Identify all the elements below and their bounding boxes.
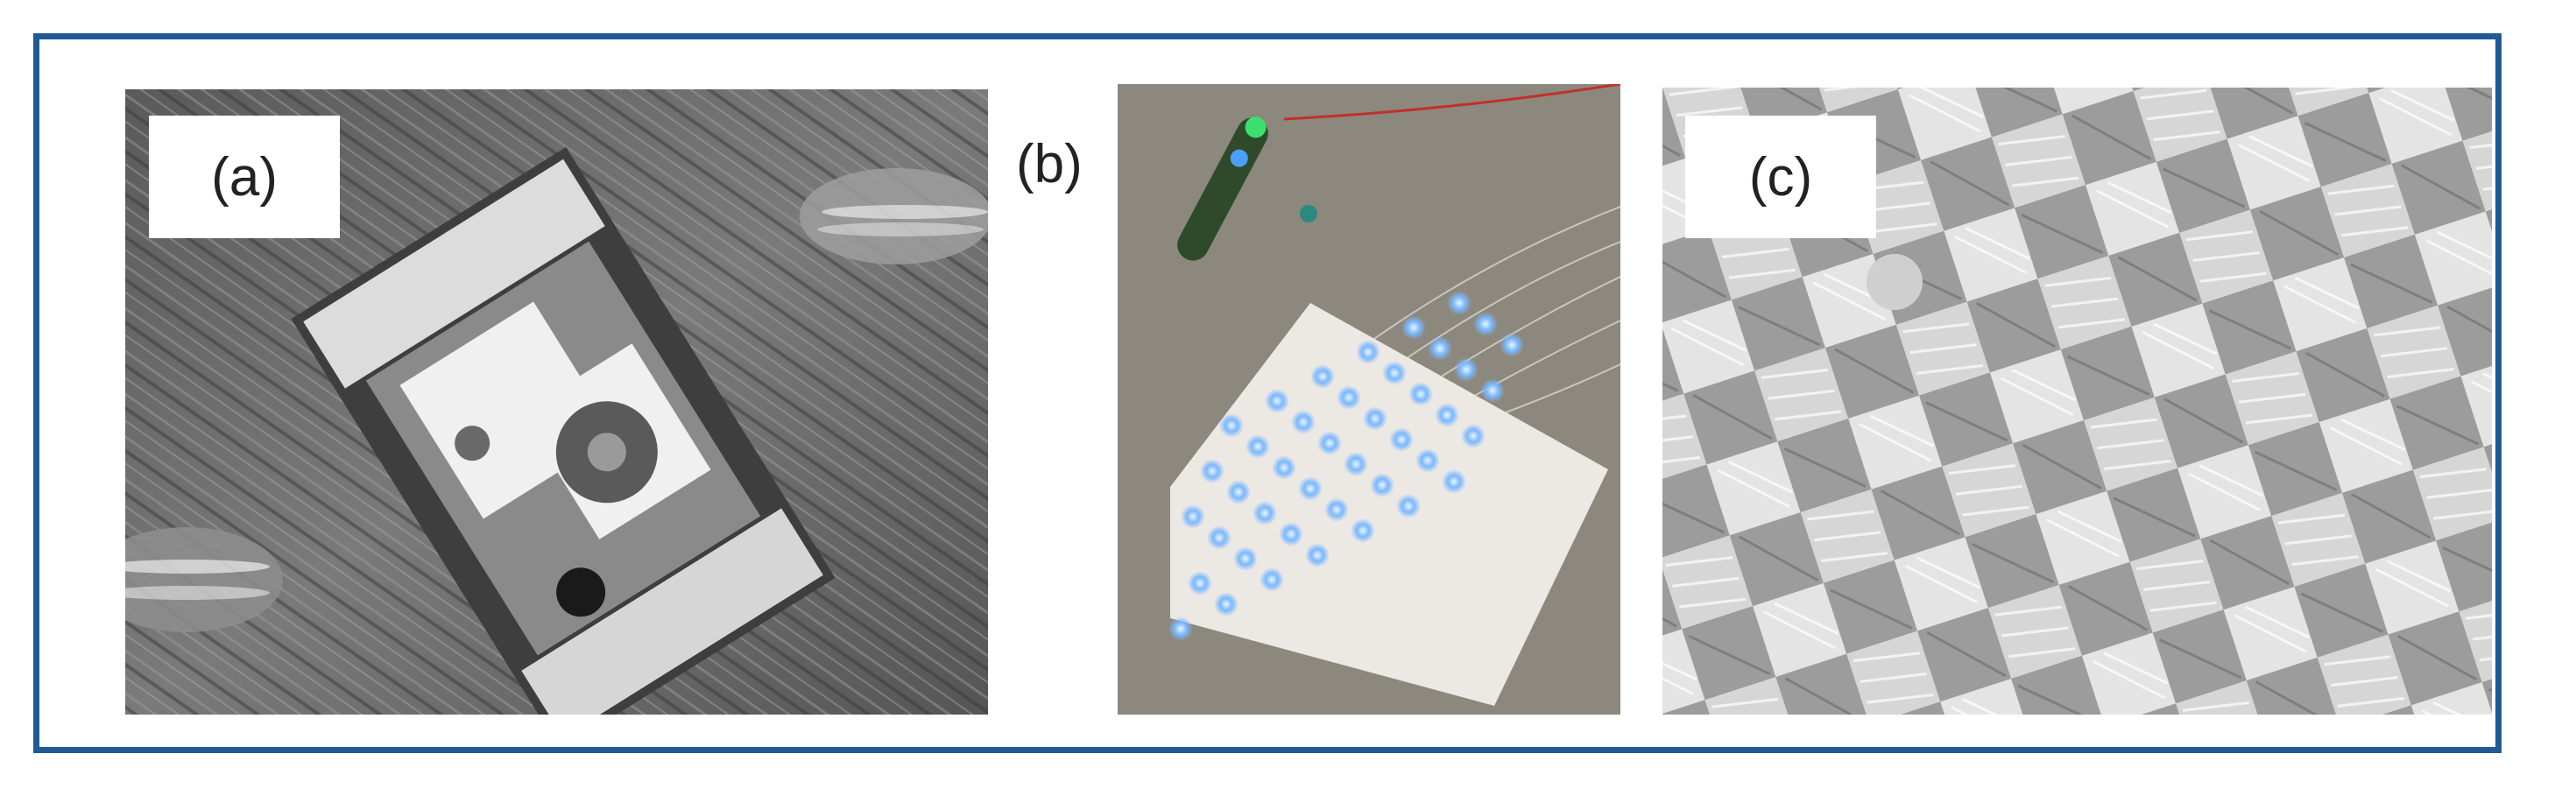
led-light: [1370, 473, 1394, 497]
led-light: [1291, 410, 1316, 434]
led-light: [1207, 525, 1232, 550]
led-light: [1447, 291, 1471, 315]
led-light: [1396, 494, 1421, 518]
led-light: [1324, 497, 1349, 522]
led-light: [1310, 364, 1335, 389]
led-light: [1428, 336, 1452, 361]
led-light: [1454, 357, 1479, 382]
led-light: [1253, 501, 1277, 525]
led-light: [1279, 522, 1303, 546]
led-light: [1188, 571, 1212, 595]
led-light: [1389, 427, 1414, 452]
led-light: [1351, 518, 1375, 543]
led-light: [1500, 333, 1524, 357]
led-light: [1401, 315, 1426, 340]
led-light: [1200, 459, 1224, 483]
led-light: [1214, 592, 1239, 616]
led-light: [1363, 406, 1387, 431]
led-light: [1415, 448, 1440, 473]
led-light: [1298, 476, 1323, 501]
panel-c-photo: [1662, 88, 2492, 715]
led-light: [1442, 469, 1466, 494]
led-light: [1382, 361, 1407, 385]
led-light: [1344, 452, 1368, 476]
led-light: [1480, 378, 1505, 403]
panel-c-label: (c): [1685, 116, 1876, 238]
led-light: [1265, 389, 1289, 413]
led-light: [1408, 382, 1433, 406]
panel-a-label: (a): [149, 116, 340, 238]
led-light: [1219, 413, 1244, 438]
led-light: [1260, 567, 1284, 592]
led-light: [1317, 431, 1342, 455]
panel-b-label: (b): [1016, 134, 1083, 194]
led-light: [1356, 340, 1380, 364]
led-light: [1337, 385, 1361, 410]
panel-b-photo: [1118, 84, 1620, 715]
led-light: [1246, 434, 1270, 459]
led-light: [1226, 480, 1251, 504]
led-light: [1305, 543, 1330, 567]
led-light: [1272, 455, 1296, 480]
led-light: [1233, 546, 1258, 571]
led-light: [1181, 504, 1205, 529]
led-light: [1435, 403, 1459, 427]
led-light: [1168, 616, 1193, 641]
led-light: [1473, 312, 1498, 336]
led-light: [1461, 424, 1486, 448]
